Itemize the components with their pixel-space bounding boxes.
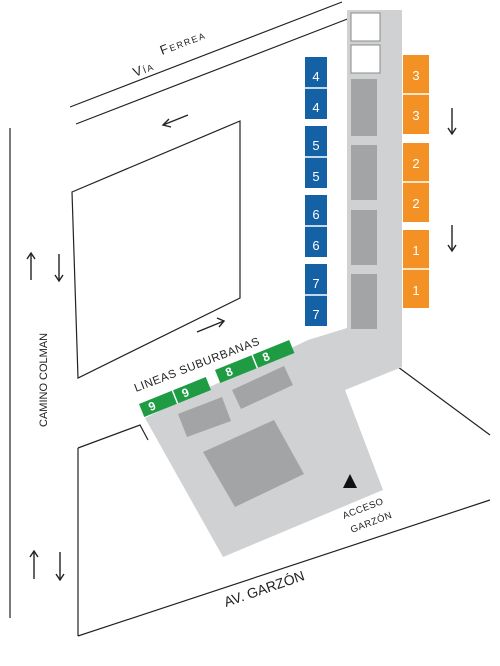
arrow-icon xyxy=(29,549,39,558)
orange-bays: 3 3 2 2 1 1 xyxy=(403,55,429,308)
green-bay-block-9[interactable]: 9 9 xyxy=(139,377,212,417)
bay-label: 4 xyxy=(312,100,319,115)
arrow-icon xyxy=(162,114,189,126)
label-av-garzon: AV. GARZÓN xyxy=(222,567,307,609)
label-via: Vía xyxy=(131,58,157,80)
bay-label: 8 xyxy=(260,349,272,365)
main-building xyxy=(203,420,304,507)
bay-label: 5 xyxy=(312,138,319,153)
bay-label: 9 xyxy=(146,398,158,414)
east-edge-line xyxy=(397,366,491,436)
small-building-2 xyxy=(232,366,293,409)
bay-label: 2 xyxy=(412,156,419,171)
bay-label: 8 xyxy=(223,364,235,380)
arrow-icon xyxy=(216,317,226,328)
railway-line-bottom xyxy=(75,17,351,125)
bay-divider xyxy=(171,390,179,404)
railway-line-top xyxy=(69,1,343,108)
arrow-icon xyxy=(54,274,64,283)
canopy-4 xyxy=(351,274,377,329)
green-bay-block-8[interactable]: 8 8 xyxy=(215,340,295,383)
triangle-icon xyxy=(343,474,357,488)
top-boxes xyxy=(350,12,381,74)
arrow-icon xyxy=(55,573,65,582)
top-box-2 xyxy=(350,44,381,74)
arrow-icon xyxy=(26,108,457,582)
canopy-2 xyxy=(351,145,377,200)
bay-label: 3 xyxy=(412,68,419,83)
bay-label: 4 xyxy=(312,69,319,84)
lower-block-top xyxy=(77,424,149,449)
bay-label: 1 xyxy=(412,243,419,258)
blue-bays: 4 4 5 5 6 6 7 7 xyxy=(305,57,327,326)
arrow-icon xyxy=(196,320,225,333)
bay-divider xyxy=(251,354,259,369)
bay-label: 2 xyxy=(412,196,419,211)
small-building-1 xyxy=(178,397,231,437)
green-bays: 9 9 8 8 xyxy=(139,340,295,417)
top-box-1 xyxy=(350,12,381,42)
bay-label: 9 xyxy=(180,385,192,401)
bay-label: 6 xyxy=(312,238,319,253)
city-block xyxy=(71,120,241,379)
bay-label: 3 xyxy=(412,108,419,123)
platform-buildings xyxy=(178,79,377,507)
arrow-icon xyxy=(26,251,36,260)
av-garzon-line xyxy=(77,499,491,637)
arrow-icon xyxy=(447,127,457,136)
bay-label: 7 xyxy=(312,276,319,291)
canopy-1 xyxy=(351,79,377,136)
label-camino-colman: CAMINO COLMAN xyxy=(38,333,50,427)
arrow-icon xyxy=(447,244,457,253)
bay-label: 6 xyxy=(312,207,319,222)
bay-label: 7 xyxy=(312,307,319,322)
canopy-3 xyxy=(351,210,377,265)
bay-label: 1 xyxy=(412,283,419,298)
street-outlines xyxy=(9,1,491,637)
label-ferrea: Ferrea xyxy=(158,27,208,58)
arrow-icon xyxy=(161,118,172,128)
bay-label: 5 xyxy=(312,169,319,184)
